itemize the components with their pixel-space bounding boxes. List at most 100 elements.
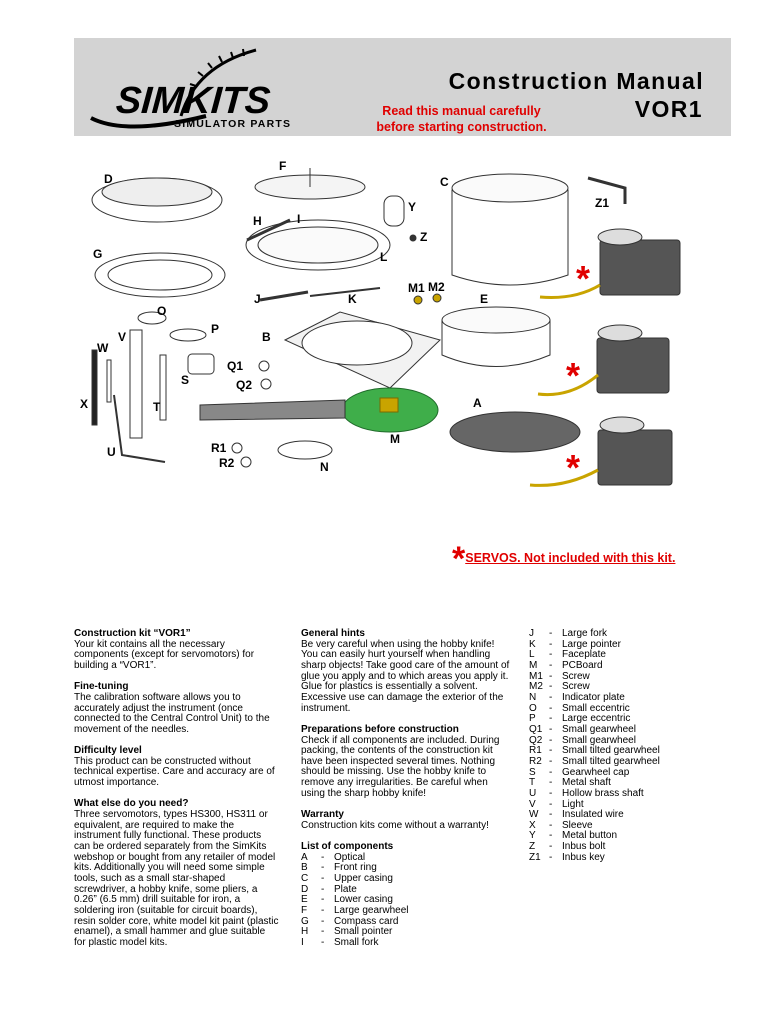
component-code: F — [301, 904, 308, 916]
label-g: G — [93, 247, 103, 261]
component-code: Q2 — [529, 734, 543, 746]
section-general-hints: General hints Be very careful when using… — [301, 628, 511, 714]
component-dash: - — [321, 883, 325, 895]
label-v: W — [97, 341, 109, 355]
part-hollow-brass-shaft — [129, 329, 143, 439]
label-d: D — [104, 172, 113, 186]
label-l: L — [380, 250, 388, 264]
servo-star-1: * — [576, 258, 591, 299]
component-code: J — [529, 628, 534, 639]
component-code: H — [301, 926, 309, 938]
component-row: R2-Small tilted gearwheel — [529, 755, 719, 768]
component-name: Large pointer — [562, 638, 621, 650]
servo-3 — [597, 416, 673, 486]
component-dash: - — [549, 691, 553, 703]
component-name: Small pointer — [334, 926, 393, 938]
hints-text: Be very careful when using the hobby kni… — [301, 638, 510, 714]
component-row: D-Plate — [301, 883, 511, 896]
component-row: Y-Metal button — [529, 831, 719, 842]
component-code: R1 — [529, 745, 542, 757]
label-r2: R2 — [219, 456, 235, 470]
component-dash: - — [549, 755, 553, 767]
part-large-eccentric — [169, 328, 207, 342]
need-heading: What else do you need? — [74, 798, 189, 810]
servo-star-3: * — [566, 447, 581, 488]
component-code: N — [529, 691, 537, 703]
component-code: W — [529, 809, 539, 821]
component-name: Plate — [334, 883, 357, 895]
warning-line-2: before starting construction. — [376, 120, 547, 134]
part-large-fork — [259, 290, 309, 302]
component-code: I — [301, 936, 304, 948]
prep-heading: Preparations before construction — [301, 723, 459, 735]
simkits-logo: SIMKITS SIMULATOR PARTS — [86, 46, 311, 132]
component-code: D — [301, 883, 309, 895]
component-code: M2 — [529, 681, 543, 693]
servo-note-text: SERVOS. Not included with this kit. — [465, 551, 676, 565]
label-y: Y — [408, 200, 417, 214]
part-inbus-bolt — [409, 234, 417, 242]
component-code: V — [529, 798, 536, 810]
component-name: Lower casing — [334, 894, 393, 906]
component-dash: - — [549, 809, 553, 821]
logo-wordmark: SIMKITS — [114, 80, 272, 122]
hints-heading: General hints — [301, 628, 365, 639]
part-gearwheel-cap — [187, 353, 215, 375]
component-code: Q1 — [529, 723, 543, 735]
component-row: F-Large gearwheel — [301, 904, 511, 917]
component-name: Hollow brass shaft — [562, 787, 644, 799]
component-dash: - — [549, 649, 553, 661]
section-preparations: Preparations before construction Check i… — [301, 723, 511, 800]
component-row: I-Small fork — [301, 936, 511, 949]
component-row: G-Compass card — [301, 915, 511, 928]
need-text: Three servomotors, types HS300, HS311 or… — [74, 808, 279, 948]
read-warning: Read this manual carefully before starti… — [364, 103, 559, 135]
difficulty-heading: Difficulty level — [74, 745, 142, 757]
component-code: M — [529, 659, 538, 671]
component-row: L-Faceplate — [529, 650, 719, 661]
prep-text: Check if all components are included. Du… — [301, 734, 500, 799]
component-row: R1-Small tilted gearwheel — [529, 746, 719, 757]
component-name: Small tilted gearwheel — [562, 755, 660, 767]
section-kit: Construction kit “VOR1” Your kit contain… — [74, 628, 279, 672]
component-dash: - — [549, 659, 553, 671]
part-metal-shaft — [159, 354, 167, 421]
part-screw-m1 — [413, 295, 423, 305]
label-m1: M1 — [408, 281, 425, 295]
component-row: Z-Inbus bolt — [529, 841, 719, 853]
component-name: Small gearwheel — [562, 723, 636, 735]
component-row: N-Indicator plate — [529, 691, 719, 704]
component-name: Front ring — [334, 862, 377, 874]
component-row: P-Large eccentric — [529, 714, 719, 725]
part-small-eccentric — [137, 311, 167, 325]
component-row: W-Insulated wire — [529, 809, 719, 821]
section-warranty: Warranty Construction kits come without … — [301, 809, 511, 831]
component-name: Compass card — [334, 915, 399, 927]
part-metal-button — [383, 195, 405, 227]
label-t: T — [153, 400, 161, 414]
component-row: Z1-Inbus key — [529, 851, 719, 864]
component-name: Insulated wire — [562, 809, 624, 821]
component-code: G — [301, 915, 309, 927]
label-r1: R1 — [211, 441, 227, 455]
label-a: A — [473, 396, 482, 410]
component-name: Small eccentric — [562, 702, 630, 714]
part-tilted-gearwheel-r2 — [240, 456, 252, 468]
list-heading: List of components — [301, 840, 394, 852]
section-difficulty: Difficulty level This product can be con… — [74, 745, 279, 789]
section-what-else: What else do you need? Three servomotors… — [74, 799, 279, 948]
component-dash: - — [321, 926, 325, 938]
component-dash: - — [549, 851, 553, 863]
component-row: T-Metal shaft — [529, 778, 719, 789]
component-dash: - — [549, 819, 553, 831]
component-name: Small tilted gearwheel — [562, 745, 660, 757]
label-q1: Q1 — [227, 359, 244, 373]
component-name: Metal shaft — [562, 777, 611, 789]
component-dash: - — [549, 745, 553, 757]
product-name: VOR1 — [634, 96, 703, 122]
part-screw-m2 — [432, 293, 442, 303]
component-row: O-Small eccentric — [529, 702, 719, 715]
component-row: U-Hollow brass shaft — [529, 787, 719, 800]
page-title: Construction Manual — [448, 68, 704, 94]
kit-text: Your kit contains all the necessary comp… — [74, 638, 255, 671]
